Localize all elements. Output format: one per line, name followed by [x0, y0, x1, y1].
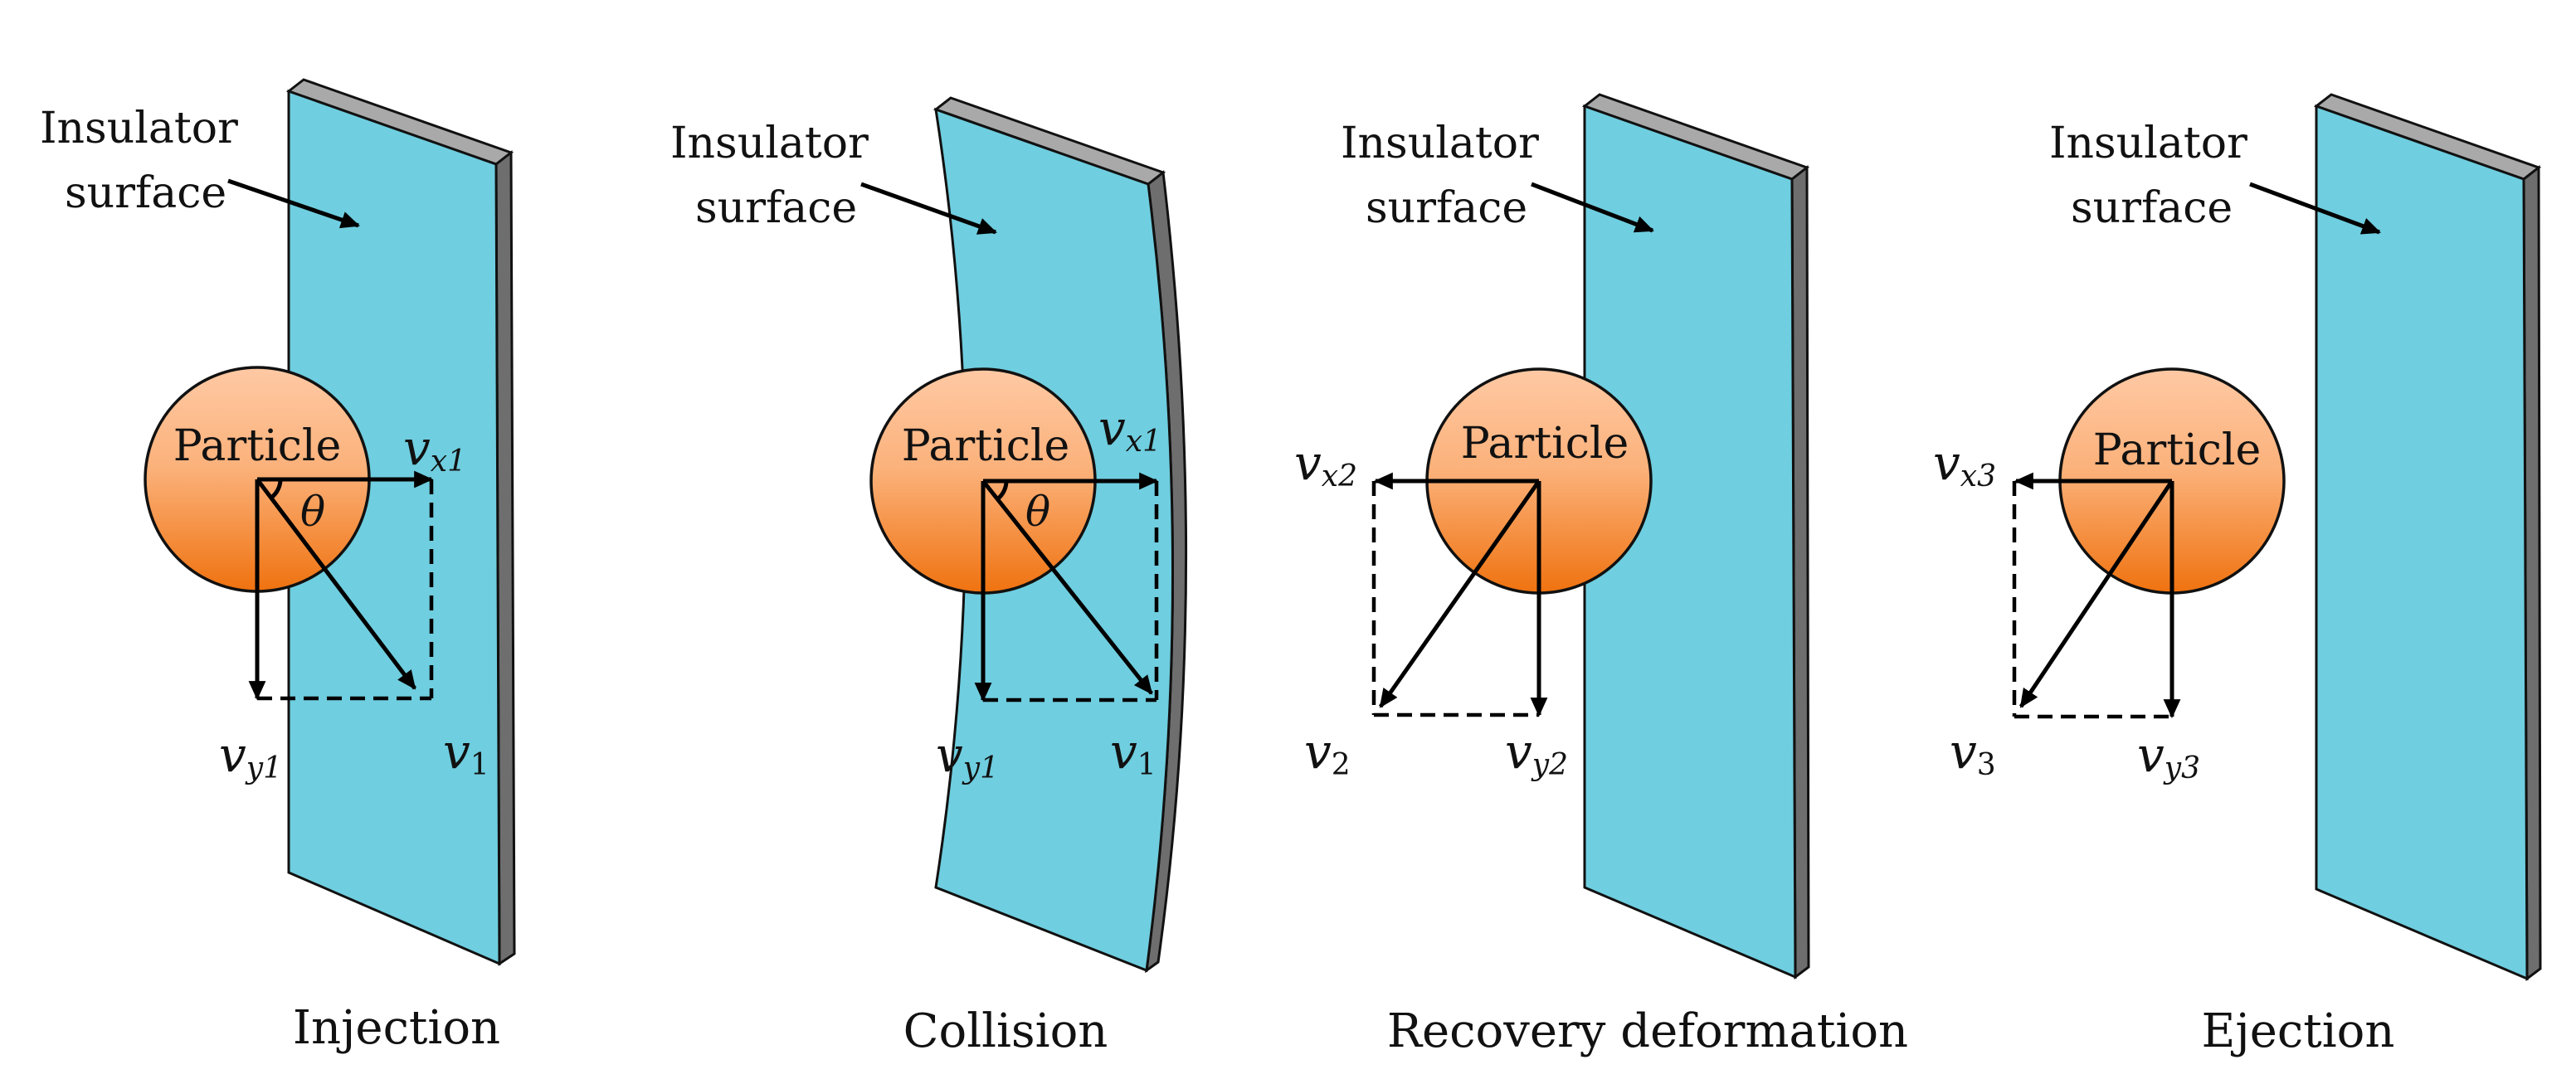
- particle-label: Particle: [902, 421, 1070, 471]
- vx-label: vx2: [1294, 435, 1357, 493]
- vx-label: vx3: [1933, 435, 1996, 493]
- v-label: v1: [1110, 723, 1157, 782]
- surface-label-line1: Insulator: [40, 104, 238, 153]
- surface-pointer-arrow: [227, 178, 360, 229]
- insulator-plate: [1581, 93, 1810, 979]
- particle-label: Particle: [1461, 419, 1629, 469]
- angle-arc: [996, 480, 1009, 501]
- v-label: v1: [443, 723, 489, 782]
- surface-label: Insulator surface: [40, 104, 360, 229]
- particle-label: Particle: [2093, 425, 2262, 475]
- surface-pointer-arrow: [2249, 182, 2381, 235]
- velocity-arrows: [248, 470, 434, 701]
- v-resultant-arrow: [256, 478, 416, 690]
- surface-label-line1: Insulator: [670, 119, 869, 168]
- insulator-plate: [285, 78, 516, 966]
- surface-label-line2: surface: [1366, 183, 1527, 233]
- surface-label-line2: surface: [65, 168, 226, 218]
- panel-collision: Insulator surface Particle θ vx1 vy1 v1 …: [670, 96, 1188, 1058]
- surface-label: Insulator surface: [2049, 119, 2381, 235]
- vx-label: vx1: [403, 420, 466, 479]
- v-label: v2: [1304, 723, 1351, 782]
- panel-caption: Collision: [903, 1004, 1108, 1058]
- v-label: v3: [1950, 723, 1996, 782]
- angle-label: θ: [300, 488, 325, 536]
- vy-label: vy1: [936, 727, 999, 785]
- velocity-arrows: [1373, 472, 1548, 717]
- panel-caption: Injection: [293, 1001, 500, 1055]
- velocity-vectors: [2012, 481, 2172, 719]
- insulator-plate: [2313, 93, 2542, 981]
- vy-label: vy2: [1505, 723, 1568, 782]
- vy-label: vy1: [219, 727, 282, 785]
- panel-caption: Ejection: [2202, 1004, 2395, 1058]
- panel-recovery-deformation: Insulator surface Particle vx2 vy2 v2 Re…: [1294, 93, 1908, 1058]
- surface-label-line2: surface: [695, 183, 857, 233]
- surface-label: Insulator surface: [670, 119, 997, 235]
- surface-label-line1: Insulator: [2049, 119, 2247, 168]
- vx-label: vx1: [1098, 400, 1161, 459]
- velocity-vectors: [257, 479, 434, 701]
- surface-pointer-arrow: [860, 182, 997, 235]
- angle-arc: [270, 479, 283, 499]
- panel-caption: Recovery deformation: [1387, 1004, 1908, 1058]
- velocity-arrows: [2014, 472, 2181, 719]
- angle-label: θ: [1025, 488, 1050, 536]
- v-resultant-arrow: [981, 479, 1153, 695]
- surface-label-line1: Insulator: [1341, 119, 1539, 168]
- surface-label: Insulator surface: [1341, 119, 1654, 233]
- panel-ejection: Insulator surface Particle vx3 vy3 v3 Ej…: [1933, 93, 2542, 1058]
- surface-label-line2: surface: [2071, 183, 2233, 233]
- velocity-arrows: [974, 472, 1159, 702]
- velocity-vectors: [983, 481, 1159, 702]
- v-resultant-arrow: [2018, 479, 2174, 708]
- surface-pointer-arrow: [1531, 182, 1654, 233]
- velocity-vectors: [1371, 481, 1539, 717]
- vy-label: vy3: [2137, 727, 2200, 785]
- panel-injection: Insulator surface Particle θ vx1 vy1 v1 …: [40, 78, 516, 1055]
- particle-label: Particle: [173, 421, 342, 471]
- v-resultant-arrow: [1378, 479, 1541, 708]
